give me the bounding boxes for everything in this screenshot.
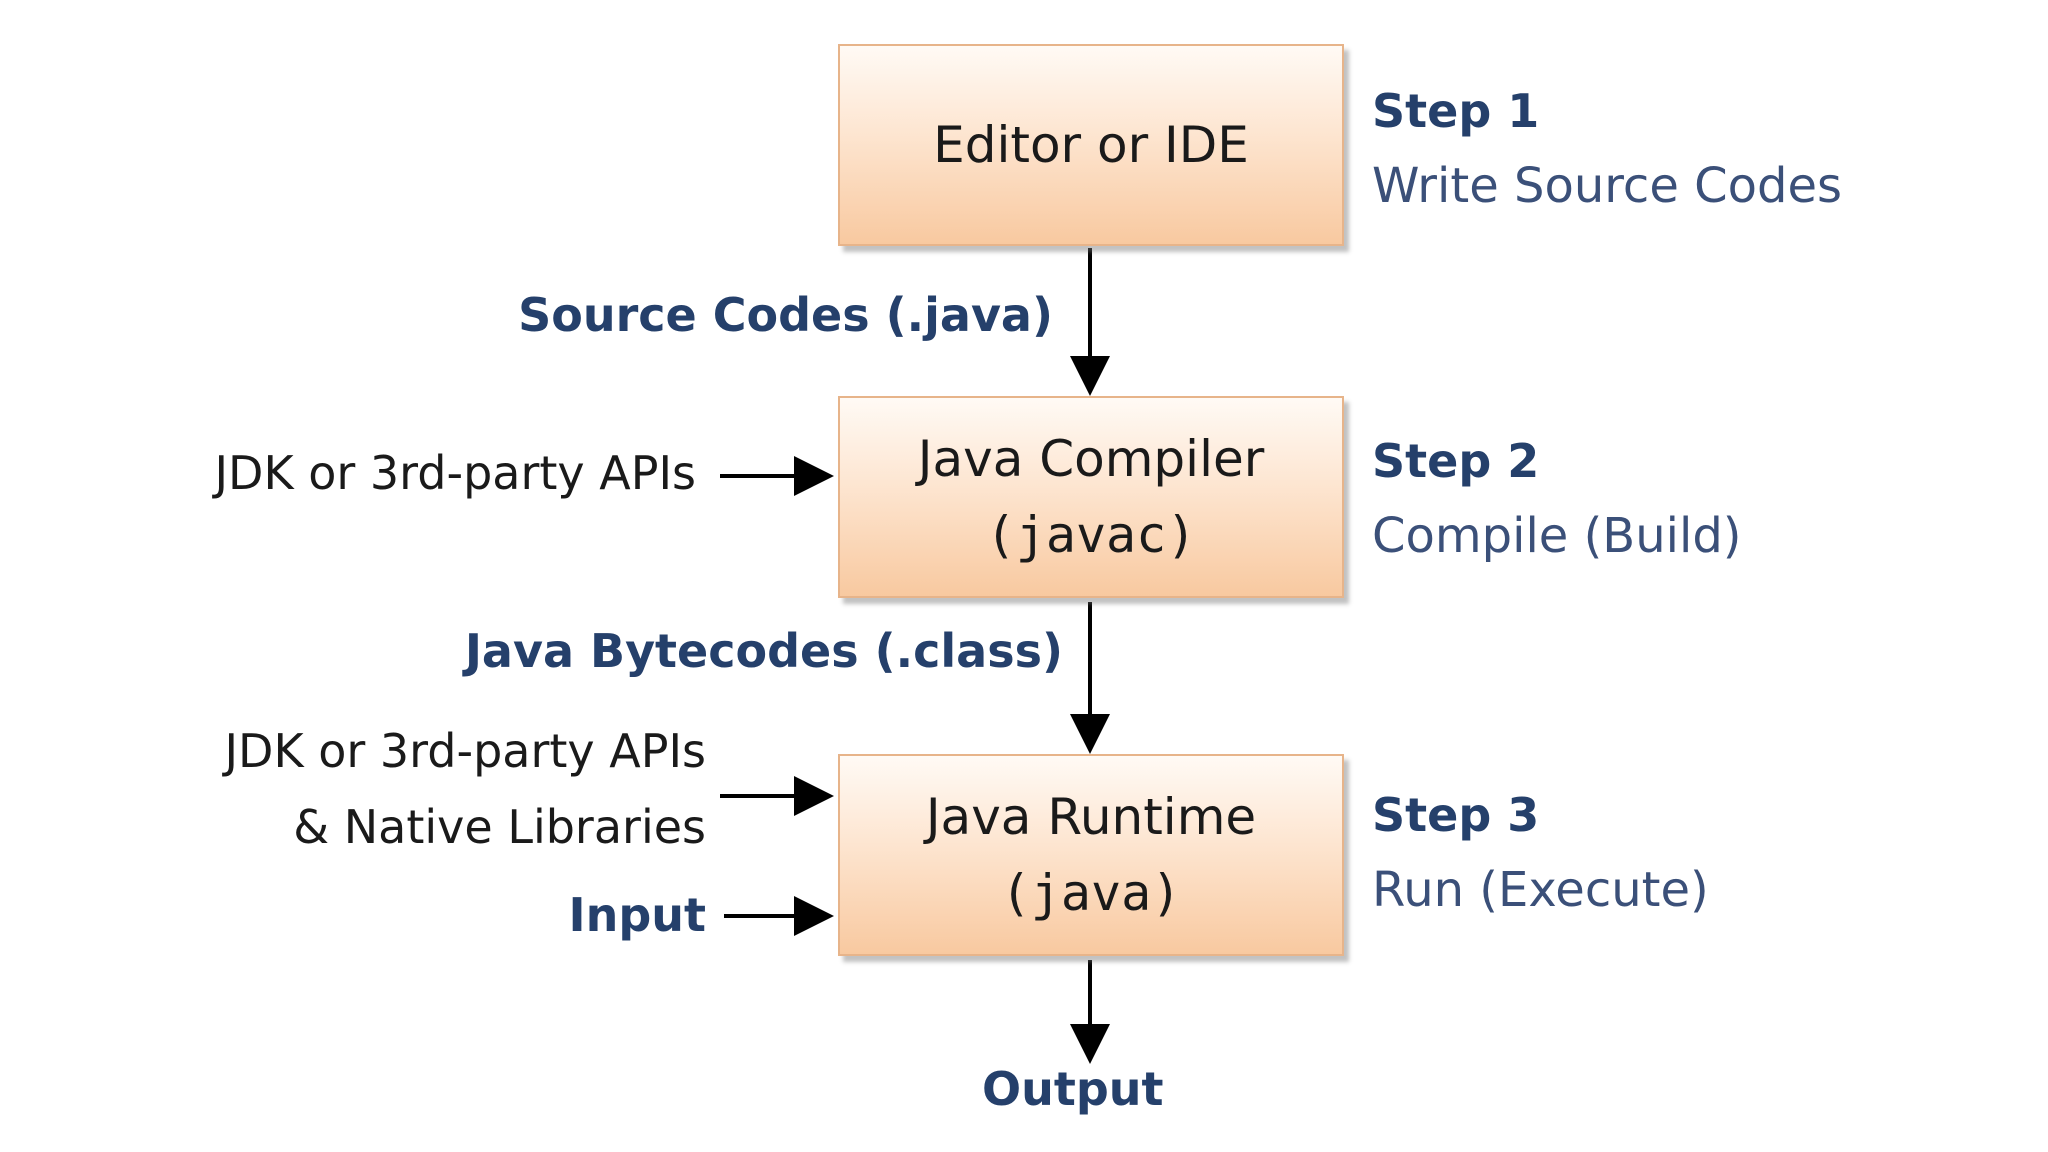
runtime-label-line2: (java): [1000, 864, 1182, 922]
runtime-label-line1: Java Runtime: [925, 788, 1257, 846]
step-3-title: Step 3: [1372, 788, 1540, 842]
compiler-label-line1: Java Compiler: [917, 430, 1265, 488]
runtime-box: Java Runtime (java): [838, 754, 1344, 956]
step-2-description: Compile (Build): [1372, 508, 1742, 564]
compiler-box: Java Compiler (javac): [838, 396, 1344, 598]
compiler-label-line2: (javac): [985, 506, 1197, 564]
source-codes-label: Source Codes (.java): [518, 288, 1053, 342]
step-1-title: Step 1: [1372, 84, 1540, 138]
step-3-description: Run (Execute): [1372, 862, 1709, 918]
runtime-apis-label-line1: JDK or 3rd-party APIs: [224, 724, 706, 778]
output-label: Output: [982, 1062, 1164, 1116]
input-label: Input: [568, 888, 706, 942]
step-1-description: Write Source Codes: [1372, 158, 1842, 214]
compiler-apis-label: JDK or 3rd-party APIs: [214, 446, 696, 500]
step-2-title: Step 2: [1372, 434, 1540, 488]
editor-box: Editor or IDE: [838, 44, 1344, 246]
editor-label: Editor or IDE: [933, 116, 1249, 174]
runtime-apis-label-line2: & Native Libraries: [293, 800, 706, 854]
bytecodes-label: Java Bytecodes (.class): [464, 624, 1063, 678]
